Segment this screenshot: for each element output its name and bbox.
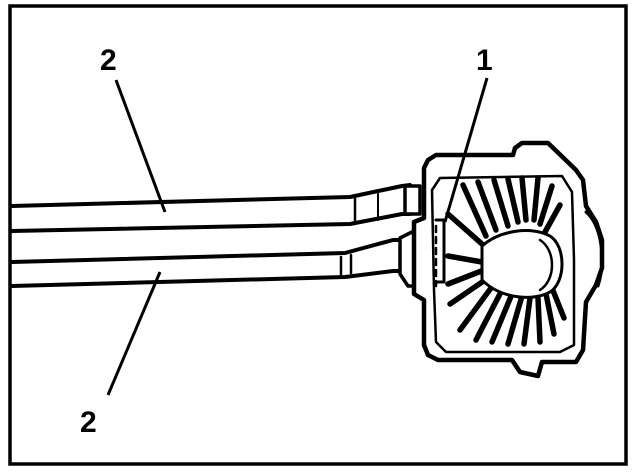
connector	[411, 140, 605, 379]
leader-line-2-top	[114, 79, 167, 213]
connector-rear-dome	[584, 210, 604, 288]
connector-center-boss	[480, 229, 564, 299]
connector-slot	[434, 218, 446, 284]
callout-label-2-top: 2	[100, 44, 117, 77]
leader-line-1	[443, 77, 489, 223]
callouts: 2 1 2	[80, 44, 493, 439]
leader-line-2-bottom	[106, 271, 162, 396]
connector-inner-body	[430, 174, 576, 354]
connector-ribs	[445, 175, 567, 347]
callout-label-1: 1	[476, 44, 493, 77]
upper-tube-collar	[403, 184, 422, 216]
callout-label-2-bottom: 2	[80, 406, 97, 439]
tube-assembly	[10, 183, 422, 288]
